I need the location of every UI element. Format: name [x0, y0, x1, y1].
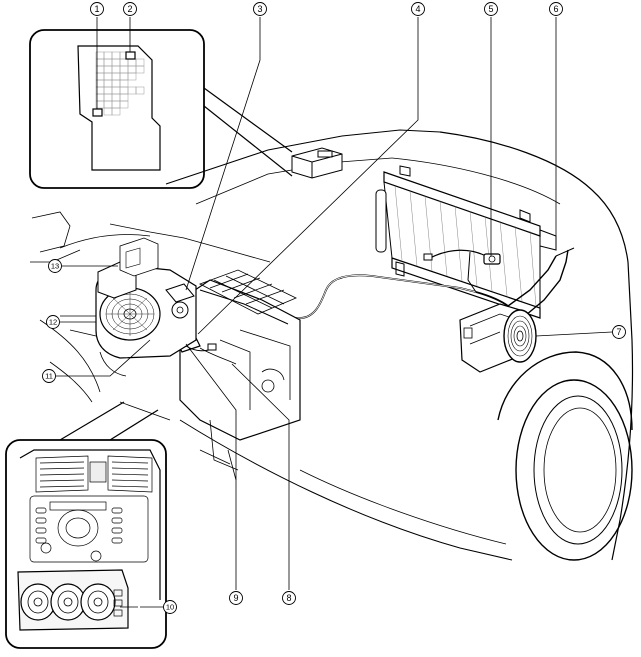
- hvac-unit: [175, 269, 301, 481]
- dashboard-vents: [35, 455, 153, 493]
- svg-text:11: 11: [45, 372, 53, 381]
- callout-7: 7: [612, 325, 626, 339]
- pressure-switch: [483, 253, 501, 265]
- vehicle-body: [30, 129, 634, 561]
- callout-2: 2: [123, 2, 137, 16]
- svg-text:13: 13: [51, 262, 59, 271]
- relay-marker-1: [92, 108, 103, 117]
- callout-8: 8: [282, 591, 296, 605]
- leader-lines: [56, 17, 613, 608]
- relay-marker-2: [125, 51, 136, 60]
- control-panel-inset: [5, 401, 167, 649]
- receiver-drier: [375, 189, 387, 253]
- callout-10: 10: [163, 600, 177, 614]
- svg-text:2: 2: [127, 4, 132, 14]
- svg-text:7: 7: [616, 327, 621, 337]
- blower-unit: [60, 237, 197, 377]
- fuse-grid: [95, 51, 145, 116]
- svg-text:4: 4: [415, 4, 420, 14]
- climate-control-unit: [17, 569, 129, 631]
- callout-1: 1: [90, 2, 104, 16]
- callout-5: 5: [484, 2, 498, 16]
- svg-text:5: 5: [488, 4, 493, 14]
- svg-text:10: 10: [166, 603, 174, 612]
- svg-text:3: 3: [257, 4, 262, 14]
- audio-unit: [29, 495, 149, 563]
- engine-bay-fuse-box: [291, 147, 343, 179]
- air-intake-actuator: [97, 237, 159, 299]
- callout-13: 13: [48, 259, 62, 273]
- condenser: [375, 165, 557, 319]
- callout-11: 11: [42, 369, 56, 383]
- svg-text:9: 9: [233, 593, 238, 603]
- callout-3: 3: [253, 2, 267, 16]
- svg-text:6: 6: [553, 4, 558, 14]
- front-wheel: [515, 379, 633, 561]
- callout-12: 12: [46, 315, 60, 329]
- blower-resistor: [165, 283, 195, 319]
- ac-compressor: [459, 303, 537, 373]
- blower-motor: [99, 287, 161, 341]
- magnetic-clutch-pulley: [503, 309, 537, 363]
- callout-4: 4: [411, 2, 425, 16]
- callout-6: 6: [549, 2, 563, 16]
- svg-text:12: 12: [49, 318, 57, 327]
- relay-block-inset: [29, 17, 293, 189]
- svg-text:1: 1: [94, 4, 99, 14]
- svg-text:8: 8: [286, 593, 291, 603]
- callout-9: 9: [229, 591, 243, 605]
